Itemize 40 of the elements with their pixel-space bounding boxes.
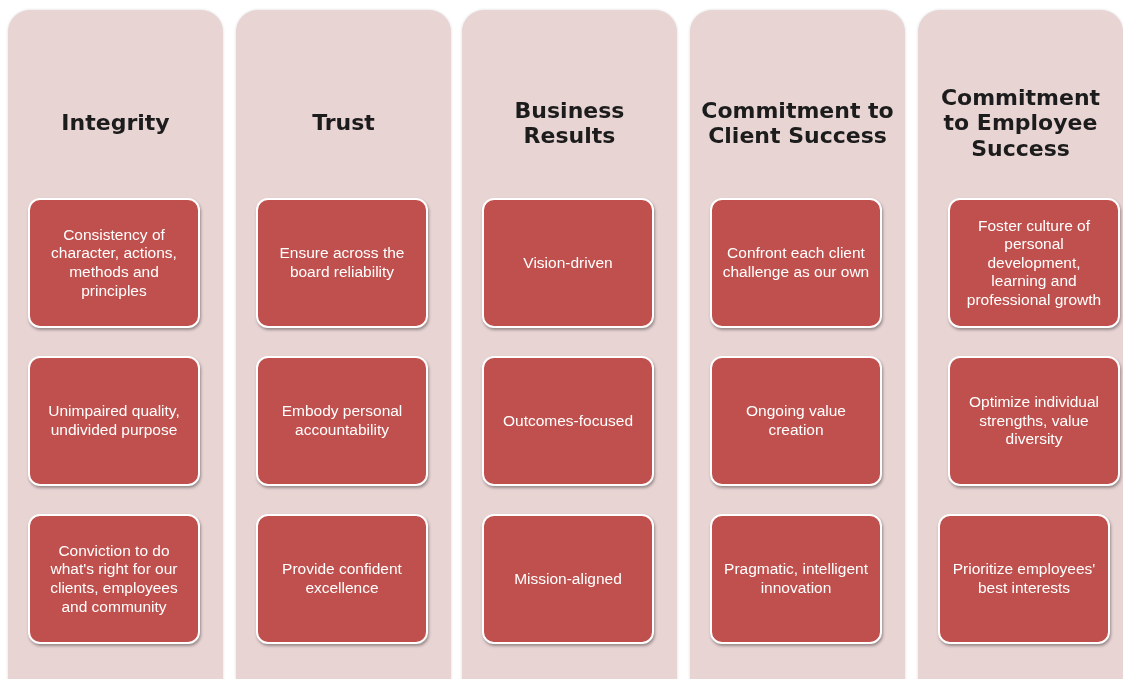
column-panel — [918, 10, 1123, 679]
card-text: Optimize individual strengths, value diversity — [967, 393, 1101, 449]
column-heading: Business Results — [513, 97, 626, 149]
column-heading: Trust — [312, 110, 375, 136]
card-text: Ongoing value creation — [745, 402, 847, 440]
column-panel — [8, 10, 223, 679]
column-heading: Integrity — [61, 110, 170, 136]
value-card — [938, 514, 1110, 644]
value-card — [482, 356, 654, 486]
card-text: Prioritize employees' best interests — [951, 560, 1097, 598]
value-card — [256, 198, 428, 328]
card-text: Conviction to do what's right for our clients, employees and community — [49, 541, 179, 617]
card-text: Pragmatic, intelligent innovation — [723, 560, 869, 598]
value-card — [256, 514, 428, 644]
column-panel — [462, 10, 677, 679]
value-card — [28, 198, 200, 328]
card-text: Vision-driven — [523, 253, 613, 273]
card-text: Unimpaired quality, undivided purpose — [47, 402, 181, 440]
card-text: Consistency of character, actions, methods and principles — [50, 225, 178, 301]
card-text: Outcomes-focused — [502, 411, 634, 431]
value-card — [28, 356, 200, 486]
column-heading: Commitment to Client Success — [700, 97, 895, 149]
column-heading: Commitment to Employee Success — [939, 85, 1102, 161]
card-text: Ensure across the board reliability — [278, 244, 406, 282]
value-card — [948, 356, 1120, 486]
column-panel — [236, 10, 451, 679]
value-card — [710, 514, 882, 644]
card-text: Provide confident excellence — [281, 560, 403, 598]
value-card — [710, 356, 882, 486]
card-text: Confront each client challenge as our own — [721, 244, 871, 282]
card-text: Mission-aligned — [514, 569, 622, 589]
value-card — [948, 198, 1120, 328]
value-card — [28, 514, 200, 644]
value-card — [256, 356, 428, 486]
card-text: Embody personal accountability — [280, 402, 404, 440]
card-text: Foster culture of personal development, learning and professional growth — [965, 216, 1103, 310]
column-panel — [690, 10, 905, 679]
value-card — [710, 198, 882, 328]
value-card — [482, 198, 654, 328]
value-card — [482, 514, 654, 644]
